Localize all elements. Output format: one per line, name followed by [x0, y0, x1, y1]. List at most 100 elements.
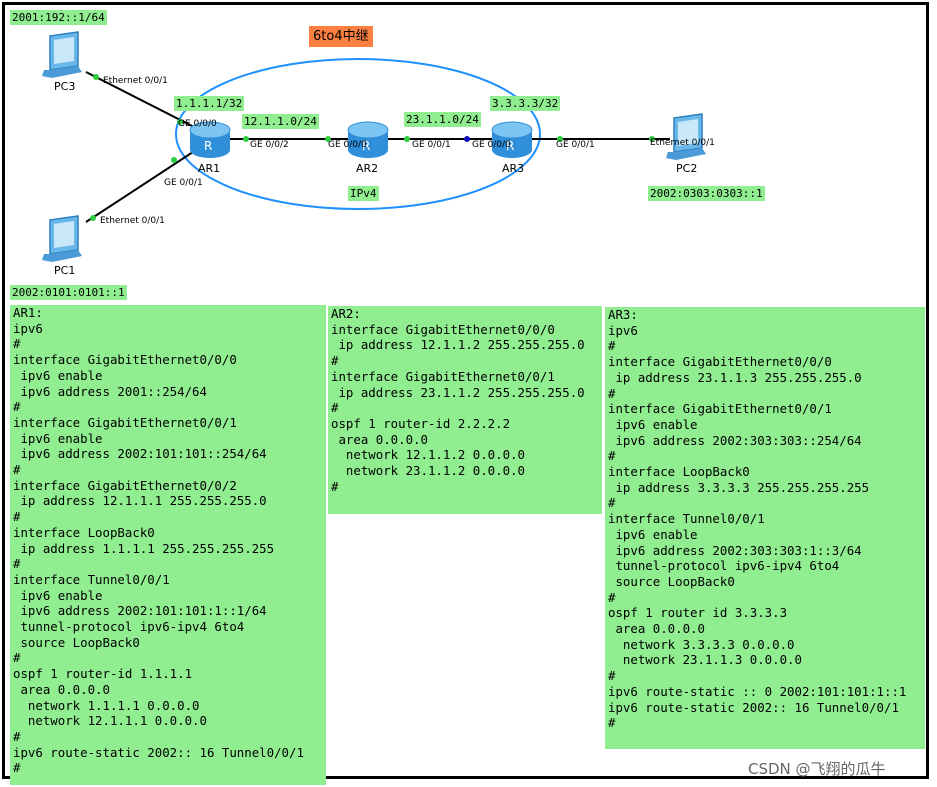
config-line: interface GigabitEthernet0/0/0	[608, 354, 832, 370]
ar1-router-icon: R	[189, 121, 231, 158]
ar1-ge000-label: GE 0/0/0	[178, 119, 217, 129]
port-dot	[177, 119, 183, 125]
port-dot	[464, 136, 470, 142]
pc3-port-label: Ethernet 0/0/1	[103, 76, 168, 86]
pc1-address-tag: 2002:0101:0101::1	[10, 285, 127, 300]
net-12-tag: 12.1.1.0/24	[242, 114, 319, 129]
config-line: #	[13, 399, 21, 415]
ar3-config-panel: AR3:ipv6#interface GigabitEthernet0/0/0 …	[605, 307, 925, 749]
config-line: ip address 23.1.1.3 255.255.255.0	[608, 369, 862, 385]
config-line: ospf 1 router-id 2.2.2.2	[331, 415, 511, 431]
image-frame	[2, 2, 929, 779]
config-lines: AR3:ipv6#interface GigabitEthernet0/0/0 …	[608, 307, 922, 731]
config-line: ipv6 enable	[13, 587, 103, 603]
config-line: ipv6 enable	[13, 367, 103, 383]
pc2-port-label: Ethernet 0/0/1	[650, 138, 715, 148]
ar1-config-panel: AR1:ipv6#interface GigabitEthernet0/0/0 …	[10, 305, 326, 785]
net-23-tag: 23.1.1.0/24	[404, 112, 481, 127]
network-topology: R R R	[42, 31, 706, 262]
config-line: ip address 12.1.1.2 255.255.255.0	[331, 337, 585, 353]
config-line: #	[608, 589, 616, 605]
config-line: ipv6 enable	[608, 416, 698, 432]
config-line: tunnel-protocol ipv6-ipv4 6to4	[13, 619, 245, 635]
config-line: #	[608, 495, 616, 511]
config-line: #	[608, 338, 616, 354]
config-line: network 3.3.3.3 0.0.0.0	[608, 636, 795, 652]
config-line: interface GigabitEthernet0/0/0	[13, 352, 237, 368]
port-dot	[404, 136, 410, 142]
config-line: interface LoopBack0	[608, 464, 750, 480]
link-pc1-ar1	[85, 149, 197, 223]
ipv4-domain-ellipse	[175, 58, 541, 210]
pc1-port-label: Ethernet 0/0/1	[100, 216, 165, 226]
ar3-loopback-tag: 3.3.3.3/32	[490, 96, 561, 111]
config-line: area 0.0.0.0	[608, 621, 705, 637]
config-line: interface LoopBack0	[13, 524, 155, 540]
pc2-address-tag: 2002:0303:0303::1	[648, 186, 765, 201]
ar3-ge000-label: GE 0/0/0	[472, 140, 511, 150]
config-line: interface GigabitEthernet0/0/1	[331, 368, 555, 384]
ar2-ge000-label: GE 0/0/0	[328, 140, 367, 150]
config-line: AR3:	[608, 307, 638, 322]
link-pc3-ar1	[85, 71, 197, 129]
config-line: interface Tunnel0/0/1	[13, 571, 170, 587]
config-lines: AR1:ipv6#interface GigabitEthernet0/0/0 …	[13, 305, 323, 776]
config-line: #	[13, 728, 21, 744]
config-line: ipv6 address 2002:303:303:1::3/64	[608, 542, 862, 558]
pc2-computer-icon	[666, 113, 706, 160]
ar3-ge001-label: GE 0/0/1	[556, 140, 595, 150]
pc2-label: PC2	[676, 162, 698, 175]
config-line: interface Tunnel0/0/1	[608, 511, 765, 527]
topology-title: 6to4中继	[309, 26, 373, 47]
config-line: ip address 1.1.1.1 255.255.255.255	[13, 540, 275, 556]
config-line: #	[608, 385, 616, 401]
config-line: #	[13, 760, 21, 776]
config-line: AR1:	[13, 305, 43, 320]
config-line: ipv6 address 2001::254/64	[13, 383, 207, 399]
config-line: ipv6 address 2002:101:101::254/64	[13, 446, 267, 462]
ar3-router-icon: R	[491, 121, 533, 158]
ar2-ge001-label: GE 0/0/1	[412, 140, 451, 150]
config-line: ospf 1 router-id 1.1.1.1	[13, 666, 193, 682]
config-line: network 12.1.1.1 0.0.0.0	[13, 713, 207, 729]
ar3-label: AR3	[502, 162, 525, 175]
config-line: tunnel-protocol ipv6-ipv4 6to4	[608, 558, 840, 574]
port-dot	[171, 157, 177, 163]
config-line: interface GigabitEthernet0/0/2	[13, 477, 237, 493]
pc3-address-tag: 2001:192::1/64	[10, 10, 107, 25]
config-line: #	[608, 668, 616, 684]
config-line: ip address 3.3.3.3 255.255.255.255	[608, 479, 870, 495]
config-line: interface GigabitEthernet0/0/1	[13, 414, 237, 430]
config-line: network 12.1.1.2 0.0.0.0	[331, 447, 525, 463]
ar2-router-icon: R	[347, 121, 389, 158]
port-dot	[243, 136, 249, 142]
config-line: interface GigabitEthernet0/0/1	[608, 401, 832, 417]
config-line: AR2:	[331, 306, 361, 321]
ar1-label: AR1	[198, 162, 221, 175]
config-line: ipv6 route-static :: 0 2002:101:101:1::1	[608, 683, 907, 699]
ar2-label: AR2	[356, 162, 379, 175]
config-line: source LoopBack0	[608, 573, 735, 589]
config-line: ipv6 address 2002:303:303::254/64	[608, 432, 862, 448]
config-line: ipv6 route-static 2002:: 16 Tunnel0/0/1	[608, 699, 899, 715]
config-line: #	[13, 556, 21, 572]
config-lines: AR2:interface GigabitEthernet0/0/0 ip ad…	[331, 306, 599, 494]
config-line: ipv6 enable	[13, 430, 103, 446]
config-line: ospf 1 router id 3.3.3.3	[608, 605, 788, 621]
pc1-computer-icon	[42, 215, 82, 262]
config-line: network 23.1.1.2 0.0.0.0	[331, 463, 525, 479]
port-dot	[557, 136, 563, 142]
svg-text:R: R	[204, 139, 212, 153]
config-line: network 23.1.1.3 0.0.0.0	[608, 652, 802, 668]
pc3-label: PC3	[54, 80, 76, 93]
config-line: #	[13, 336, 21, 352]
config-line: source LoopBack0	[13, 634, 140, 650]
config-line: ipv6	[608, 322, 638, 338]
config-line: area 0.0.0.0	[13, 681, 110, 697]
config-line: #	[13, 650, 21, 666]
ar1-ge002-label: GE 0/0/2	[250, 140, 289, 150]
config-line: interface GigabitEthernet0/0/0	[331, 321, 555, 337]
svg-text:R: R	[506, 139, 514, 153]
ipv4-domain-tag: IPv4	[348, 186, 379, 201]
config-line: ipv6 route-static 2002:: 16 Tunnel0/0/1	[13, 744, 304, 760]
